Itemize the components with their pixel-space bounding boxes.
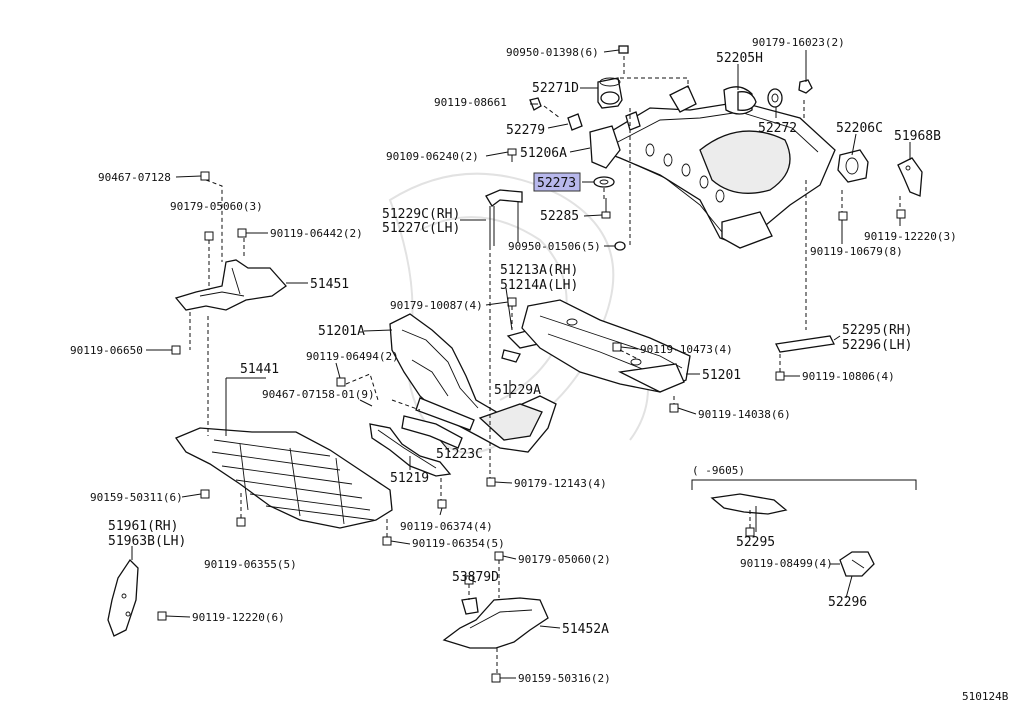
leader-lines	[131, 49, 911, 679]
label-90159-50316[interactable]: 90159-50316(2)	[518, 672, 611, 685]
brace-52296-early[interactable]	[839, 551, 875, 577]
label-51441[interactable]: 51441	[240, 362, 279, 377]
brace-52295-early[interactable]	[710, 493, 788, 515]
undercover-51441[interactable]	[174, 427, 393, 529]
label-90119-08499[interactable]: 90119-08499(4)	[740, 557, 833, 570]
bracket-51968b[interactable]	[897, 157, 923, 197]
nut-90950-01398[interactable]	[618, 45, 629, 54]
label-90950-01398[interactable]: 90950-01398(6)	[506, 46, 599, 59]
nut-90179-16023[interactable]	[798, 79, 813, 94]
label-90119-06494[interactable]: 90119-06494(2)	[306, 350, 399, 363]
label-52205h[interactable]: 52205H	[716, 51, 763, 66]
date-bracket	[691, 479, 917, 490]
label-52271d[interactable]: 52271D	[532, 81, 579, 96]
label-51201[interactable]: 51201	[702, 368, 741, 383]
label-51963b[interactable]: 51963B(LH)	[108, 534, 186, 549]
label-90119-06442[interactable]: 90119-06442(2)	[270, 227, 363, 240]
nut-90950-01506[interactable]	[614, 241, 626, 251]
label-52295-rh[interactable]: 52295(RH)	[842, 323, 912, 338]
label-90179-12143[interactable]: 90179-12143(4)	[514, 477, 607, 490]
label-90119-06374[interactable]: 90119-06374(4)	[400, 520, 493, 533]
label-90119-12220-3[interactable]: 90119-12220(3)	[864, 230, 957, 243]
label-51214a[interactable]: 51214A(LH)	[500, 278, 578, 293]
label-90119-06355[interactable]: 90119-06355(5)	[204, 558, 297, 571]
label-52285[interactable]: 52285	[540, 209, 579, 224]
label-52206c[interactable]: 52206C	[836, 121, 883, 136]
bracket-51961[interactable]	[107, 558, 139, 637]
label-52295[interactable]: 52295	[736, 535, 775, 550]
label-90119-08661[interactable]: 90119-08661	[434, 96, 507, 109]
washer-52273[interactable]	[593, 176, 615, 188]
label-51229c[interactable]: 51229C(RH)	[382, 207, 460, 222]
label-51961[interactable]: 51961(RH)	[108, 519, 178, 534]
label-53879d[interactable]: 53879D	[452, 570, 499, 585]
label-51206a[interactable]: 51206A	[520, 146, 567, 161]
footer-code: 510124B	[962, 690, 1009, 703]
label-52296[interactable]: 52296	[828, 595, 867, 610]
label-90119-06354[interactable]: 90119-06354(5)	[412, 537, 505, 550]
label-90159-50311[interactable]: 90159-50311(6)	[90, 491, 183, 504]
label-90119-10679[interactable]: 90119-10679(8)	[810, 245, 903, 258]
label-51223c[interactable]: 51223C	[436, 447, 483, 462]
bushing-52272[interactable]	[767, 88, 783, 108]
label-51219[interactable]: 51219	[390, 471, 429, 486]
bracket-51229c[interactable]	[485, 189, 523, 246]
guide-lines-lower	[189, 179, 781, 674]
brace-52295-rh[interactable]	[775, 335, 835, 353]
label-90179-05060-2[interactable]: 90179-05060(2)	[518, 553, 611, 566]
label-90119-10473[interactable]: 90119-10473(4)	[640, 343, 733, 356]
label-90119-12220-6[interactable]: 90119-12220(6)	[192, 611, 285, 624]
guide-lines-upper	[543, 56, 901, 330]
cover-51219[interactable]	[369, 423, 452, 477]
stopper-52279[interactable]	[567, 113, 583, 131]
seal-51223c[interactable]	[401, 415, 463, 449]
label-90109-06240[interactable]: 90109-06240(2)	[386, 150, 479, 163]
label-52272[interactable]: 52272	[758, 121, 797, 136]
highlight-52273	[533, 172, 581, 192]
label-90119-14038[interactable]: 90119-14038(6)	[698, 408, 791, 421]
label-51968b[interactable]: 51968B	[894, 129, 941, 144]
label-90179-05060-3[interactable]: 90179-05060(3)	[170, 200, 263, 213]
subframe-51201a[interactable]	[389, 313, 557, 453]
label-date-range: ( -9605)	[692, 464, 745, 477]
rear-suspension-member-52271d[interactable]	[597, 85, 836, 249]
crossmember-51201[interactable]	[521, 299, 691, 393]
cover-51451[interactable]	[174, 259, 287, 311]
label-90119-06650[interactable]: 90119-06650	[70, 344, 143, 357]
cover-51452a[interactable]	[442, 597, 549, 649]
label-51229a[interactable]: 51229A	[494, 383, 541, 398]
label-52273[interactable]: 52273	[537, 176, 576, 191]
label-90467-07158[interactable]: 90467-07158-01(9)	[262, 388, 375, 401]
label-90119-10806[interactable]: 90119-10806(4)	[802, 370, 895, 383]
label-51201a[interactable]: 51201A	[318, 324, 365, 339]
bolt-52285[interactable]	[601, 198, 611, 219]
bushing-52206c[interactable]	[837, 149, 869, 183]
label-52296-lh[interactable]: 52296(LH)	[842, 338, 912, 353]
label-51452a[interactable]: 51452A	[562, 622, 609, 637]
label-52279[interactable]: 52279	[506, 123, 545, 138]
callout-labels: 90950-01398(6) 90179-16023(2) 52205H 522…	[70, 36, 1009, 703]
label-90179-10087[interactable]: 90179-10087(4)	[390, 299, 483, 312]
label-90179-16023[interactable]: 90179-16023(2)	[752, 36, 845, 49]
bushing-52205h[interactable]	[723, 86, 757, 115]
bolt-90109-06240[interactable]	[507, 148, 517, 162]
label-51213a[interactable]: 51213A(RH)	[500, 263, 578, 278]
cushion-52271d-upper[interactable]	[597, 77, 623, 109]
label-51451[interactable]: 51451	[310, 277, 349, 292]
fasteners[interactable]	[157, 171, 906, 683]
label-51227c[interactable]: 51227C(LH)	[382, 221, 460, 236]
label-90950-01506[interactable]: 90950-01506(5)	[508, 240, 601, 253]
label-90467-07128[interactable]: 90467-07128	[98, 171, 171, 184]
